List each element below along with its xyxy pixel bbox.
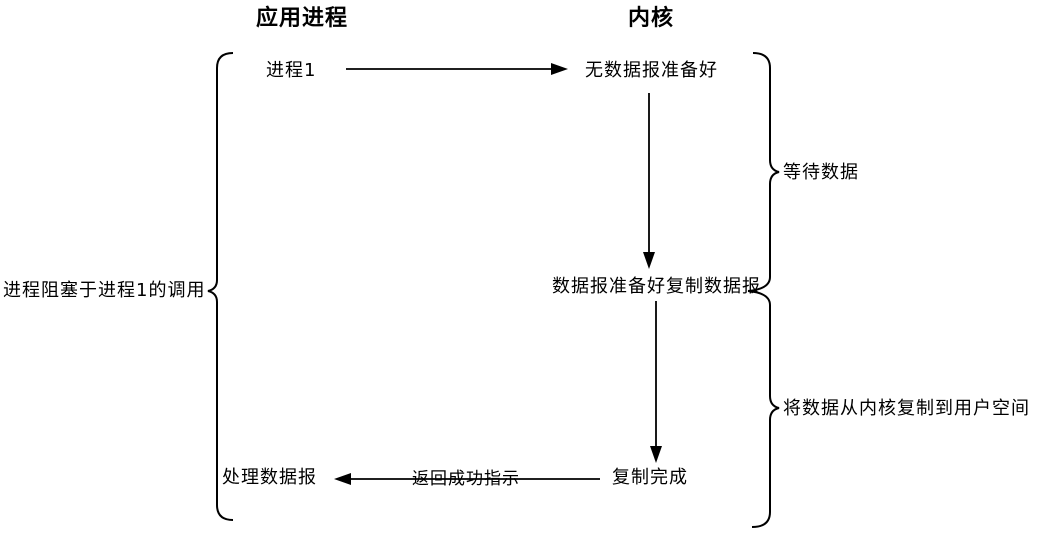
arrow-process1-to-kernel — [346, 63, 568, 75]
right-brace-wait-data — [747, 52, 780, 292]
label-process-blocked: 进程阻塞于进程1的调用 — [3, 280, 206, 301]
node-process1: 进程1 — [266, 60, 317, 81]
header-kernel: 内核 — [628, 6, 675, 31]
left-brace — [207, 52, 234, 521]
brace-label-wait-for-data: 等待数据 — [783, 162, 859, 183]
arrow-copy-datagram — [650, 301, 662, 463]
header-application-process: 应用进程 — [256, 6, 349, 31]
brace-label-copy-kernel-to-user: 将数据从内核复制到用户空间 — [783, 398, 1030, 419]
arrow-wait-datagram — [643, 93, 655, 269]
node-copy-complete: 复制完成 — [612, 467, 688, 488]
node-no-datagram-ready: 无数据报准备好 — [585, 60, 718, 81]
arrow-return-success — [334, 473, 600, 485]
right-brace-copy-data — [747, 290, 780, 528]
node-datagram-ready-copy: 数据报准备好复制数据报 — [552, 276, 761, 297]
node-process-datagram: 处理数据报 — [222, 467, 317, 488]
edge-label-return-success: 返回成功指示 — [412, 469, 520, 489]
